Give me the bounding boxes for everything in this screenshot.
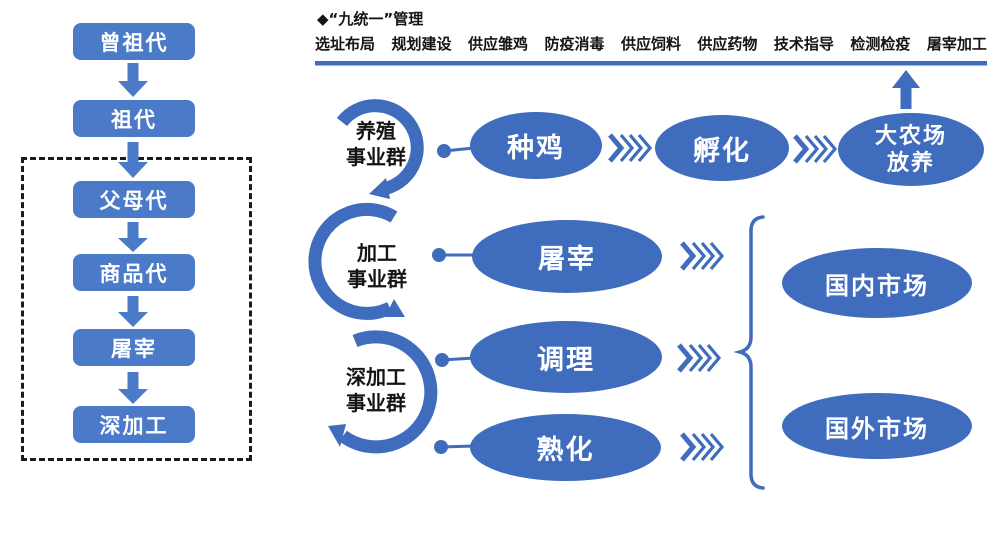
chevrons-after-slaughter	[680, 241, 725, 271]
management-item: 屠宰加工	[926, 35, 987, 53]
pedigree-box-slaughter: 屠宰	[73, 329, 195, 366]
node-breeder-chicken: 种鸡	[470, 112, 602, 179]
node-slaughter: 屠宰	[472, 220, 662, 293]
node-domestic-market: 国内市场	[782, 248, 972, 318]
node-conditioning: 调理	[470, 321, 662, 393]
management-item: 检测检疫	[850, 35, 911, 53]
management-item: 防疫消毒	[544, 35, 605, 53]
chevrons-after-hatching	[793, 134, 838, 164]
management-item: 选址布局	[315, 35, 376, 53]
group-label-deep-processing: 深加工 事业群	[326, 364, 426, 416]
group-label-line: 深加工	[346, 365, 406, 389]
node-text-line: 放养	[886, 150, 935, 176]
group-label-line: 事业群	[347, 267, 407, 291]
group-label-line: 事业群	[346, 391, 406, 415]
pedigree-box-grandparent: 祖代	[73, 100, 195, 137]
node-big-farm-free-range: 大农场 放养	[838, 113, 984, 186]
markets-brace	[733, 215, 765, 490]
node-text-line: 大农场	[874, 123, 947, 149]
node-curing: 熟化	[470, 414, 661, 481]
group-label-line: 养殖	[356, 119, 396, 143]
management-item: 供应雏鸡	[467, 35, 528, 53]
chevrons-after-breeder-chicken	[608, 133, 653, 163]
pedigree-box-deep-processing: 深加工	[73, 406, 195, 443]
management-items: 选址布局 规划建设 供应雏鸡 防疫消毒 供应饲料 供应药物 技术指导 检测检疫 …	[315, 33, 987, 54]
up-arrow-icon	[892, 70, 920, 109]
group-label-breeding: 养殖 事业群	[330, 118, 422, 170]
management-title: ◆“九统一”管理	[317, 10, 424, 28]
chevrons-after-conditioning	[677, 343, 722, 373]
chevrons-after-curing	[680, 432, 725, 462]
management-item: 供应药物	[697, 35, 758, 53]
node-foreign-market: 国外市场	[782, 393, 972, 459]
group-label-processing: 加工 事业群	[332, 240, 422, 292]
node-hatching: 孵化	[655, 115, 789, 181]
dot-connectors	[432, 144, 476, 454]
management-item: 供应饲料	[620, 35, 681, 53]
management-item: 规划建设	[391, 35, 452, 53]
management-underline	[315, 61, 987, 66]
pedigree-box-commercial: 商品代	[73, 254, 195, 291]
management-item: 技术指导	[773, 35, 834, 53]
group-label-line: 事业群	[346, 145, 406, 169]
group-label-line: 加工	[357, 241, 397, 265]
pedigree-box-parent: 父母代	[73, 181, 195, 218]
pedigree-box-great-grandparent: 曾祖代	[73, 23, 195, 60]
